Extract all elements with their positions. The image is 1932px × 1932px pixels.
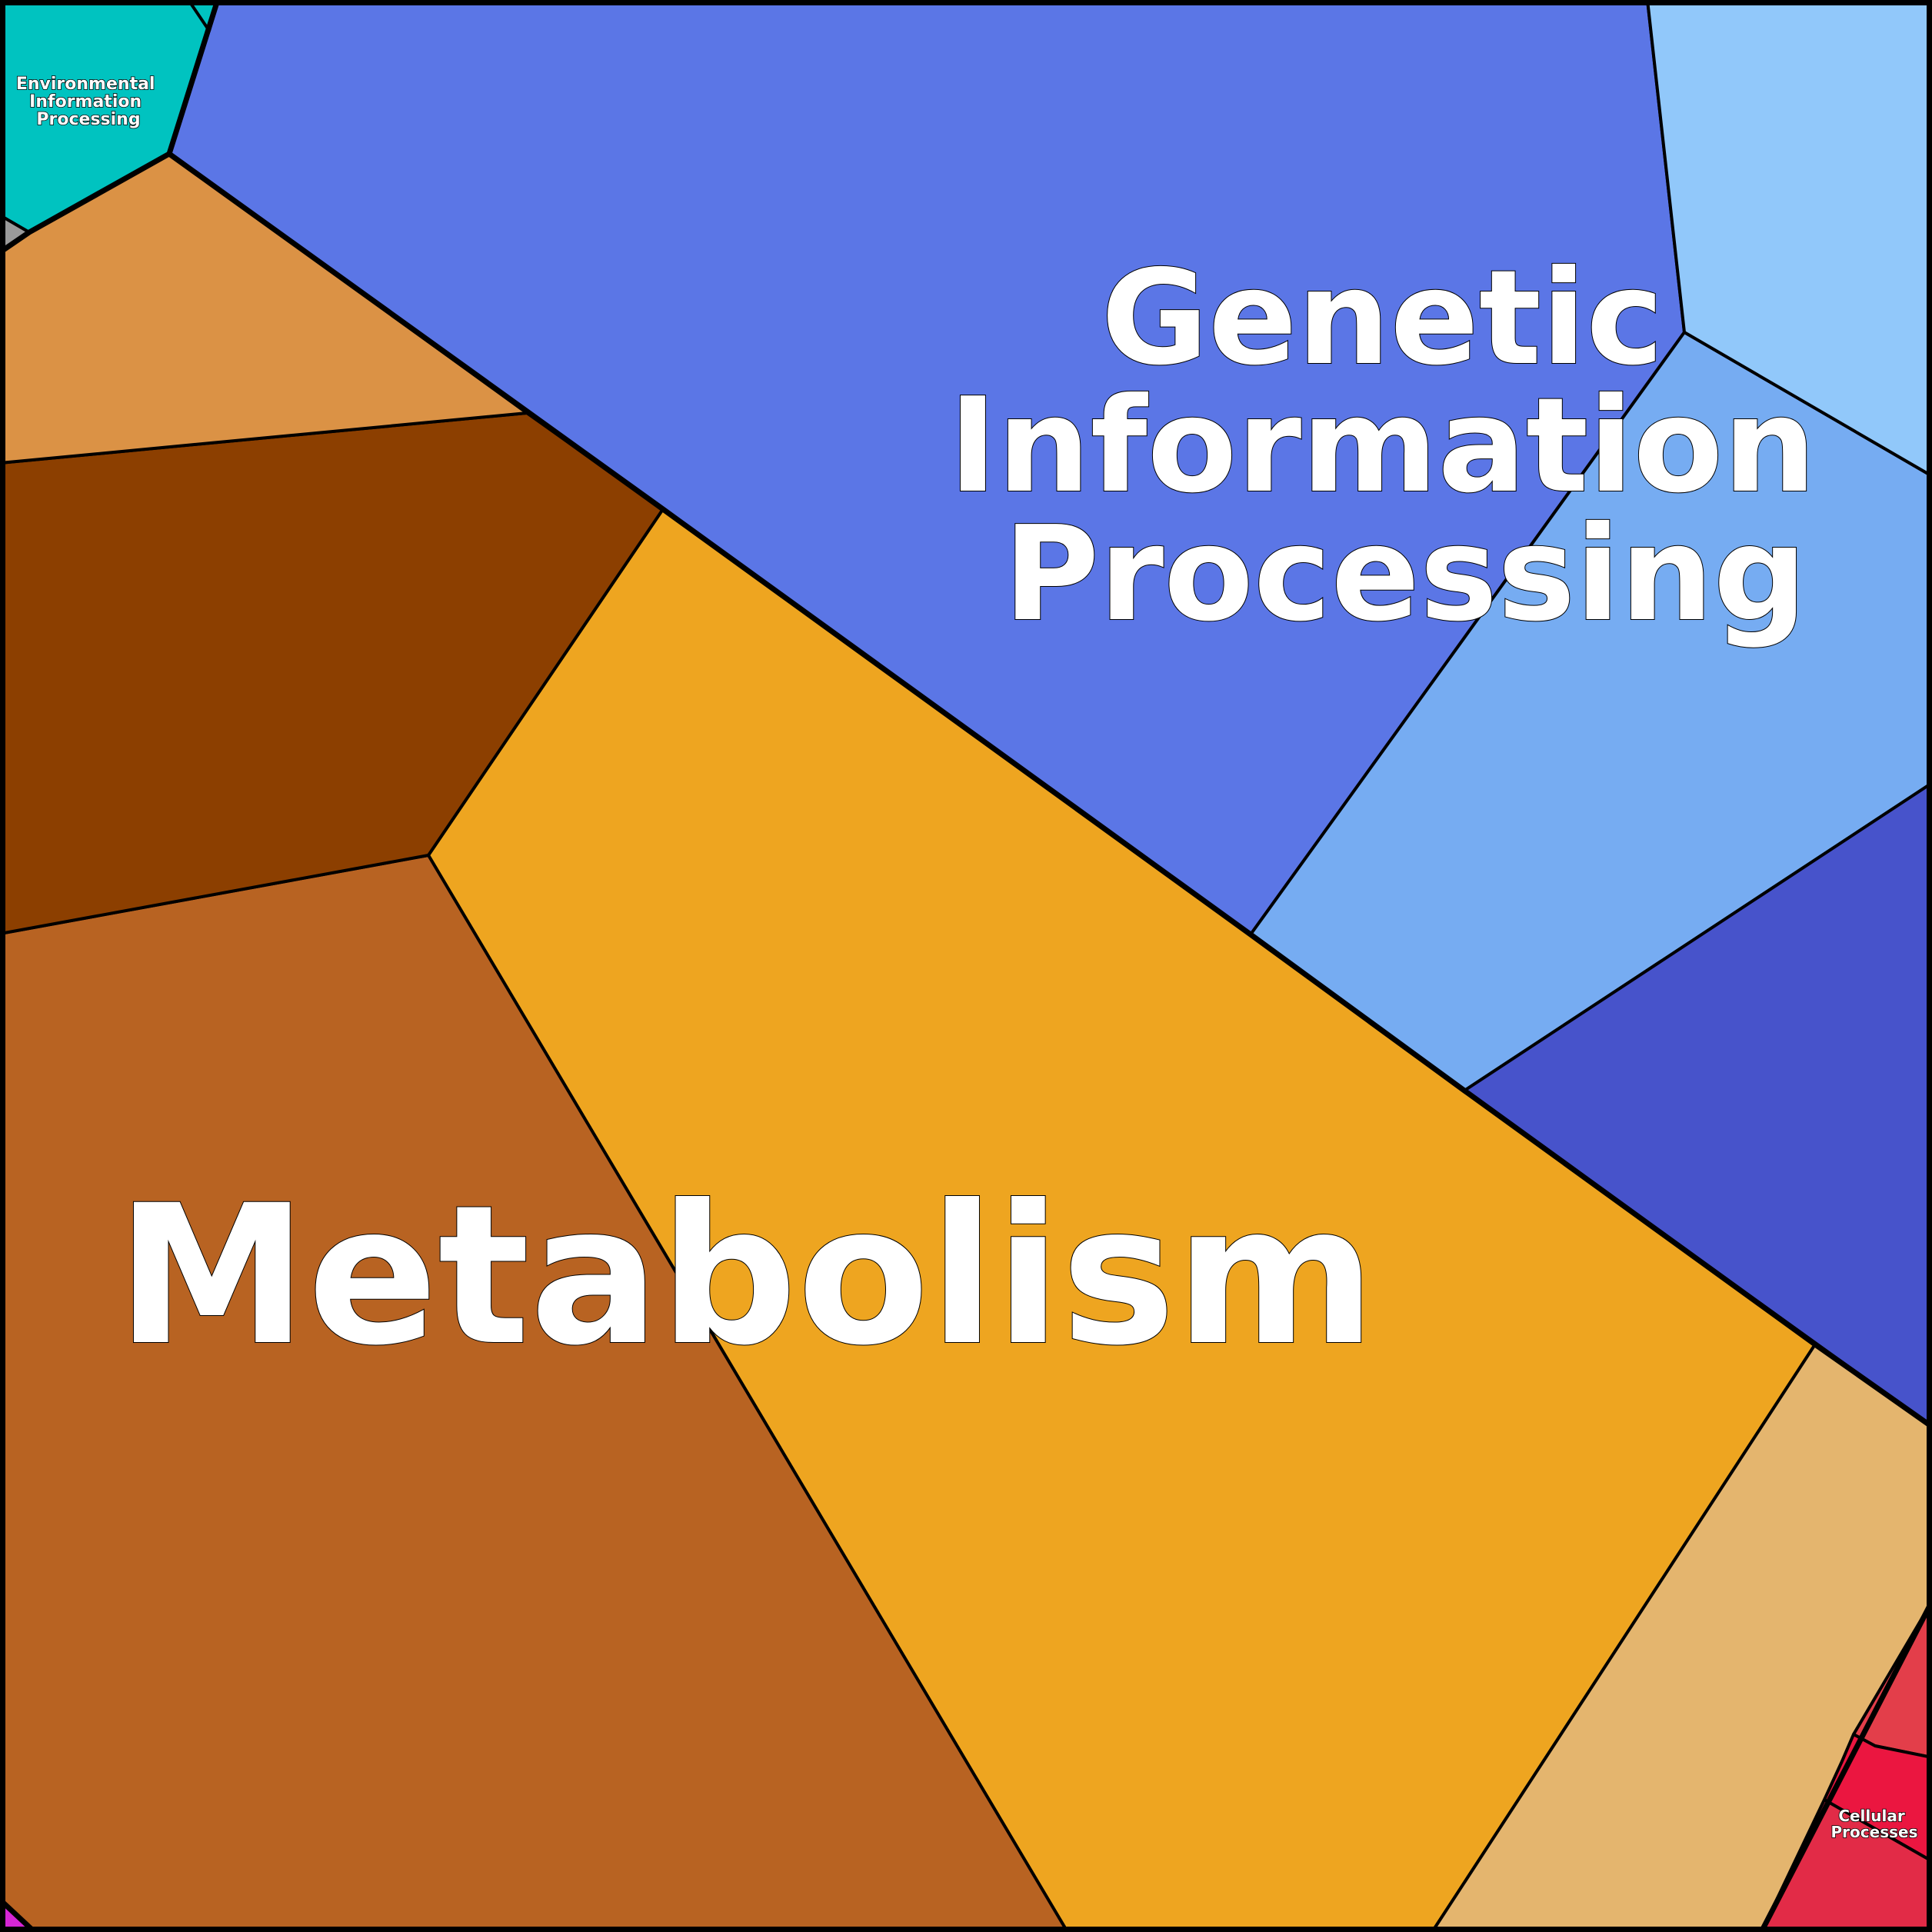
label-metabolism: Metabolism [116,1164,1376,1387]
group-border-cellular [1758,1598,1932,1932]
label-environmental-line-3: Processing [36,110,140,129]
cell-cellular-crimson [1823,1733,1932,1863]
label-environmental-line-1: Environmental [16,75,155,94]
label-cellular-line-1: Cellular [1838,1807,1905,1825]
group-border-metabolism-genetic [166,151,1932,1430]
label-genetic-information-processing: Genetic Information Processing [948,242,1861,651]
label-cellular-processes: Cellular Processes [1831,1807,1918,1841]
label-genetic-line-2: Information [948,370,1816,522]
label-cellular-line-2: Processes [1831,1823,1918,1841]
label-environmental-information-processing: Environmental Information Processing [16,75,161,129]
label-genetic-line-1: Genetic [1101,242,1664,395]
cell-genetic-pale-blue [1646,0,1932,478]
group-border-environmental [0,0,221,255]
label-genetic-line-3: Processing [1004,498,1807,651]
label-environmental-line-2: Information [29,92,142,112]
